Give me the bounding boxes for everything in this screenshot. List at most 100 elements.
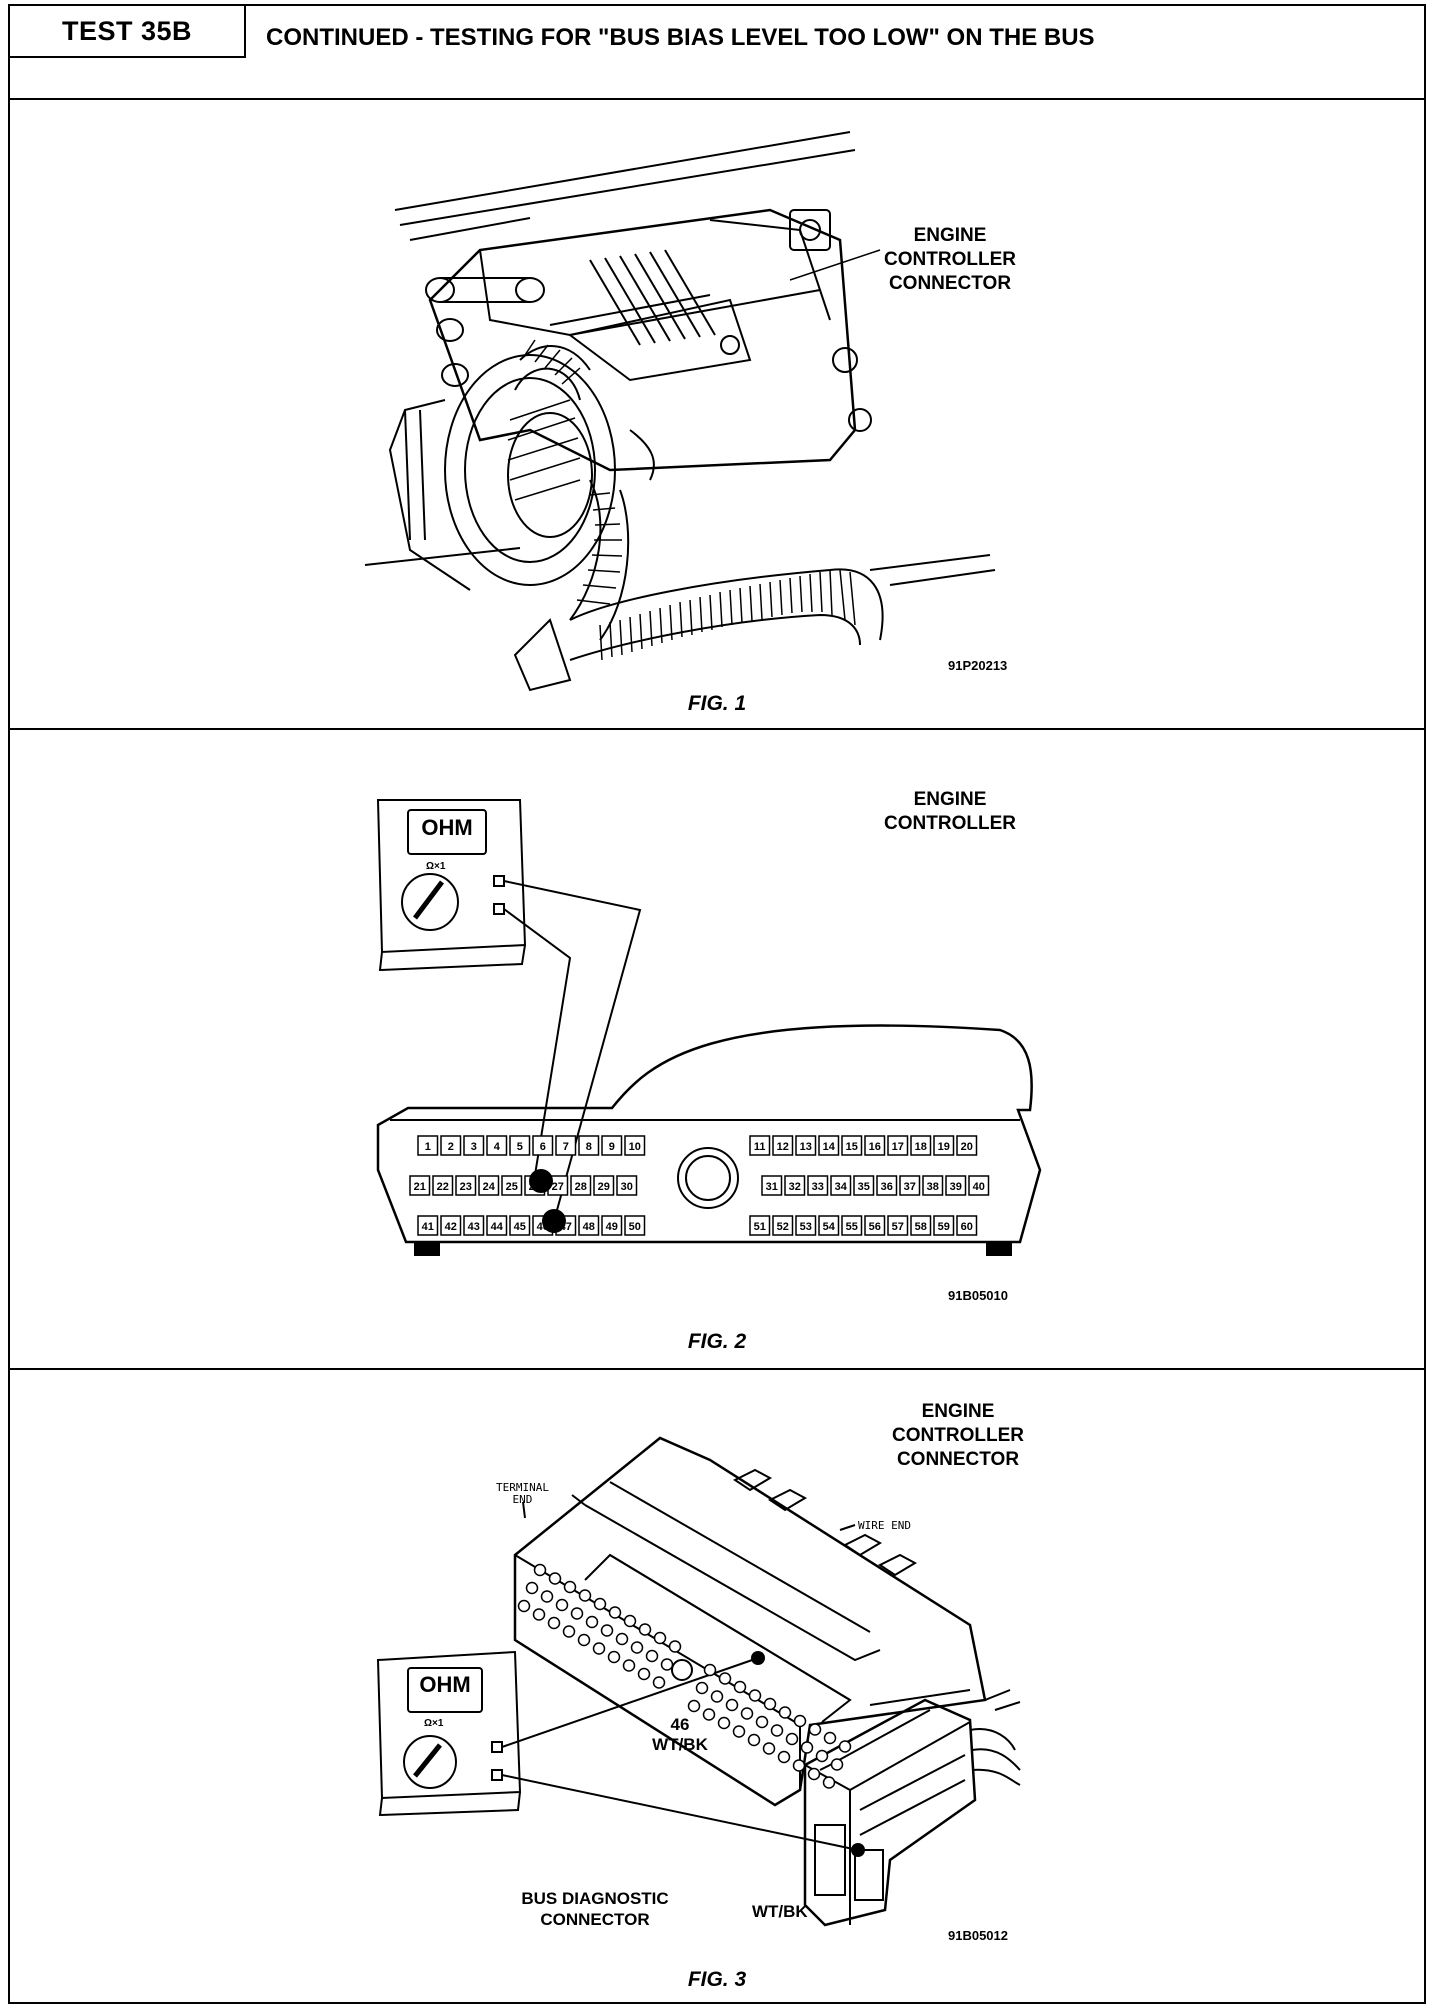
connector-pin-hole [622,1659,636,1672]
connector-pin-hole [525,1581,539,1595]
connector-pin-hole [563,1580,577,1594]
connector-pin-hole [800,1741,814,1754]
connector-pin-hole [747,1733,761,1747]
connector-pin-hole [608,1606,622,1619]
connector-pin-number: 52 [777,1221,789,1233]
connector-pin-cell [956,1135,978,1156]
connector-pin-hole [652,1676,666,1689]
label-line: WT/BK [652,1735,708,1754]
connector-pin-number: 4 [494,1141,501,1153]
connector-pin-number: 5 [517,1141,523,1153]
figure-3-panel: OHM Ω×1 ENGINE CONTROLLER CONNECTOR TERM… [10,1370,1424,2002]
connector-pin-cell [440,1215,462,1236]
connector-pin-number: 2 [448,1141,454,1153]
connector-pin-cell [578,1215,600,1236]
connector-pin-cell [624,1215,646,1236]
bus-diagnostic-connector-illustration [376,1436,1021,1927]
meter-display: OHM [419,1672,471,1697]
connector-pin-number: 12 [777,1141,789,1153]
connector-pin-cell [795,1135,817,1156]
connector-pin-cell [570,1175,592,1196]
connector-pin-cell [593,1175,615,1196]
connector-pin-number: 56 [869,1221,881,1233]
connector-pin-cell [841,1215,863,1236]
connector-pin-number: 1 [425,1141,431,1153]
connector-pin-cell [616,1175,638,1196]
connector-pin-hole [830,1758,844,1771]
connector-pin-number: 24 [483,1181,496,1193]
connector-pin-number: 50 [629,1221,641,1233]
test-number: TEST 35B [10,6,246,58]
connector-pin-number: 11 [754,1141,766,1153]
connector-pin-hole [808,1723,822,1736]
connector-pin-number: 21 [414,1181,426,1193]
connector-pin-cell [876,1175,898,1196]
connector-pin-number: 19 [938,1141,950,1153]
connector-pin-cell [749,1215,771,1236]
connector-pin-number: 39 [950,1181,962,1193]
connector-pin-cell [968,1175,990,1196]
connector-pin-number: 9 [609,1141,615,1153]
connector-pin-hole [762,1742,776,1755]
connector-pin-hole [718,1672,732,1685]
connector-pin-number: 60 [961,1221,973,1233]
figure-code: 91P20213 [948,658,1008,673]
connector-pin-hole [740,1707,754,1720]
connector-pin-cell [818,1215,840,1236]
connector-pin-number: 33 [812,1181,824,1193]
connector-pin-cell [749,1135,771,1156]
connector-pin-cell [910,1215,932,1236]
connector-pin-hole [807,1767,821,1781]
connector-pin-number: 18 [915,1141,927,1153]
connector-pin-hole [695,1681,709,1695]
connector-pin-cell [440,1135,462,1156]
figure-caption: FIG. 3 [687,1968,747,1991]
terminal-end-label: TERMINAL END [496,1482,549,1506]
connector-pin-cell [509,1215,531,1236]
connector-pin-hole [838,1740,852,1753]
connector-pin-number: 3 [471,1141,477,1153]
figure-code: 91B05012 [948,1928,1008,1943]
connector-pin-number: 54 [823,1221,836,1233]
connector-pin-cell [899,1175,921,1196]
fig2-callout: ENGINE CONTROLLER [860,788,1040,836]
connector-pin-cell [455,1175,477,1196]
meter-range: Ω×1 [426,861,446,872]
connector-pin-cell [807,1175,829,1196]
connector-pin-number: 57 [892,1221,904,1233]
connector-pin-hole [717,1716,731,1730]
connector-pin-number: 51 [754,1221,766,1233]
connector-pin-number: 17 [892,1141,904,1153]
callout-line: CONNECTOR [896,1449,1020,1470]
connector-pin-hole [577,1633,591,1647]
connector-pin-hole [548,1572,562,1585]
connector-pin-cell [578,1135,600,1156]
connector-pin-hole [755,1715,769,1729]
connector-pin-number: 23 [460,1181,472,1193]
connector-pin-hole [623,1614,637,1628]
connector-pin-cell [910,1135,932,1156]
connector-pin-number: 36 [881,1181,893,1193]
connector-pin-cell [463,1215,485,1236]
connector-pin-number: 59 [938,1221,950,1233]
page-title: CONTINUED - TESTING FOR "BUS BIAS LEVEL … [266,24,1095,51]
connector-pin-number: 30 [621,1181,633,1193]
connector-pin-hole [732,1725,746,1738]
connector-pin-number: 25 [506,1181,518,1193]
connector-pin-hole [653,1631,667,1645]
connector-pin-hole [532,1608,546,1621]
connector-pin-cell [772,1135,794,1156]
connector-pin-hole [763,1697,777,1711]
connector-pin-cell [624,1135,646,1156]
connector-pin-cell [772,1215,794,1236]
callout-line: ENGINE [913,225,987,246]
connector-pin-hole [555,1598,569,1612]
label-line: END [512,1493,533,1506]
connector-pin-cell [887,1215,909,1236]
connector-pin-hole [668,1640,682,1653]
connector-pin-hole [593,1597,607,1611]
connector-pin-number: 8 [586,1141,592,1153]
figure-code: 91B05010 [948,1288,1008,1303]
connector-pin-hole [733,1680,747,1694]
